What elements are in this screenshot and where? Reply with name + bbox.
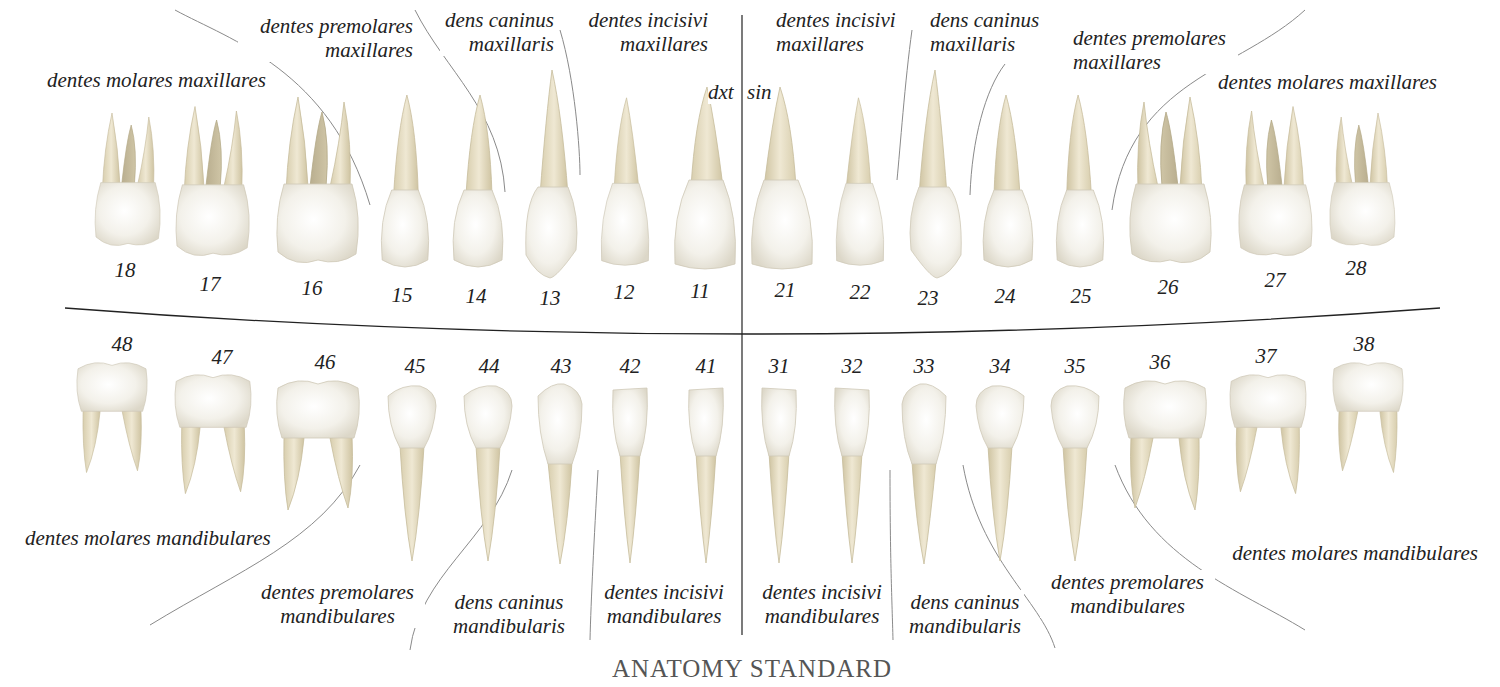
molar-tooth <box>175 375 251 494</box>
group-label: dentes premolares maxillares <box>1073 26 1238 74</box>
group-label: dentes incisivi maxillares <box>576 8 708 56</box>
callout-number: 34 <box>990 356 1011 377</box>
callout-number: 27 <box>1265 270 1286 291</box>
callout-number: 23 <box>918 288 939 309</box>
callout-number: 15 <box>392 285 413 306</box>
callout-number: 41 <box>696 356 717 377</box>
incisor-tooth <box>675 87 736 269</box>
premolar-tooth <box>1056 95 1103 267</box>
molar-tooth <box>95 113 160 246</box>
callout-number: 28 <box>1346 258 1367 279</box>
callout-number: 35 <box>1065 356 1086 377</box>
incisor-tooth <box>752 87 813 269</box>
group-label: dentes incisivi mandibulares <box>756 580 888 628</box>
group-divider <box>890 470 893 640</box>
callout-number: 11 <box>690 281 709 302</box>
callout-number: 47 <box>212 347 233 368</box>
incisor-tooth <box>835 388 870 563</box>
callout-number: 16 <box>302 278 323 299</box>
callout-number: 12 <box>614 282 635 303</box>
callout-number: 18 <box>115 260 136 281</box>
canine-tooth <box>902 384 946 564</box>
callout-number: 37 <box>1256 346 1277 367</box>
group-label: dentes molares maxillares <box>1218 70 1437 94</box>
group-label: dens caninus mandibularis <box>450 590 568 638</box>
callout-number: 14 <box>466 286 487 307</box>
canine-tooth <box>538 384 582 564</box>
group-label: dentes molares maxillares <box>47 68 266 92</box>
premolar-tooth <box>1051 386 1099 561</box>
group-label: dens caninus maxillaris <box>930 8 1048 56</box>
incisor-tooth <box>613 388 648 563</box>
callout-number: 31 <box>769 356 790 377</box>
premolar-tooth <box>983 95 1033 267</box>
callout-number: 32 <box>842 356 863 377</box>
premolar-tooth <box>453 95 503 267</box>
molar-tooth <box>176 106 249 255</box>
group-divider <box>590 470 598 640</box>
callout-number: 38 <box>1354 334 1375 355</box>
side-label: sin <box>747 80 772 104</box>
molar-tooth <box>1124 381 1207 510</box>
callout-number: 42 <box>620 356 641 377</box>
callout-number: 24 <box>995 286 1016 307</box>
group-label: dentes molares mandibulares <box>25 526 271 550</box>
callout-number: 13 <box>540 288 561 309</box>
jaw-divider <box>65 308 1440 334</box>
incisor-tooth <box>836 98 884 265</box>
incisor-tooth <box>689 388 724 563</box>
callout-number: 26 <box>1158 277 1179 298</box>
group-label: dentes premolares mandibulares <box>250 580 425 628</box>
callout-number: 22 <box>850 282 871 303</box>
group-label: dentes molares mandibulares <box>1232 541 1478 565</box>
premolar-tooth <box>976 386 1024 561</box>
callout-number: 33 <box>914 356 935 377</box>
group-label: dentes premolares maxillares <box>238 14 413 62</box>
callout-number: 21 <box>775 280 796 301</box>
callout-number: 46 <box>315 352 336 373</box>
molar-tooth <box>1239 106 1312 255</box>
callout-number: 48 <box>112 334 133 355</box>
canine-tooth <box>526 70 577 278</box>
molar-tooth <box>277 381 360 510</box>
premolar-tooth <box>381 95 428 267</box>
side-label: dxt <box>708 80 734 104</box>
molar-tooth <box>77 363 147 473</box>
group-label: dentes premolares mandibulares <box>1040 570 1215 618</box>
group-label: dentes incisivi maxillares <box>776 8 900 56</box>
callout-number: 44 <box>479 356 500 377</box>
callout-number: 43 <box>551 356 572 377</box>
premolar-tooth <box>388 386 436 561</box>
callout-number: 25 <box>1071 286 1092 307</box>
canine-tooth <box>910 70 961 278</box>
midline <box>741 15 742 635</box>
molar-tooth <box>1230 375 1306 494</box>
incisor-tooth <box>762 388 797 563</box>
callout-number: 45 <box>405 356 426 377</box>
group-label: dens caninus mandibularis <box>906 590 1024 638</box>
molar-tooth <box>1330 113 1395 246</box>
callout-number: 36 <box>1150 352 1171 373</box>
molar-tooth <box>1333 363 1403 473</box>
molar-tooth <box>277 97 358 263</box>
premolar-tooth <box>464 386 512 561</box>
group-label: dens caninus maxillaris <box>440 8 554 56</box>
group-label: dentes incisivi mandibulares <box>598 580 730 628</box>
watermark: ANATOMY STANDARD <box>612 655 892 683</box>
incisor-tooth <box>601 98 649 265</box>
molar-tooth <box>1130 97 1211 263</box>
callout-number: 17 <box>200 274 221 295</box>
